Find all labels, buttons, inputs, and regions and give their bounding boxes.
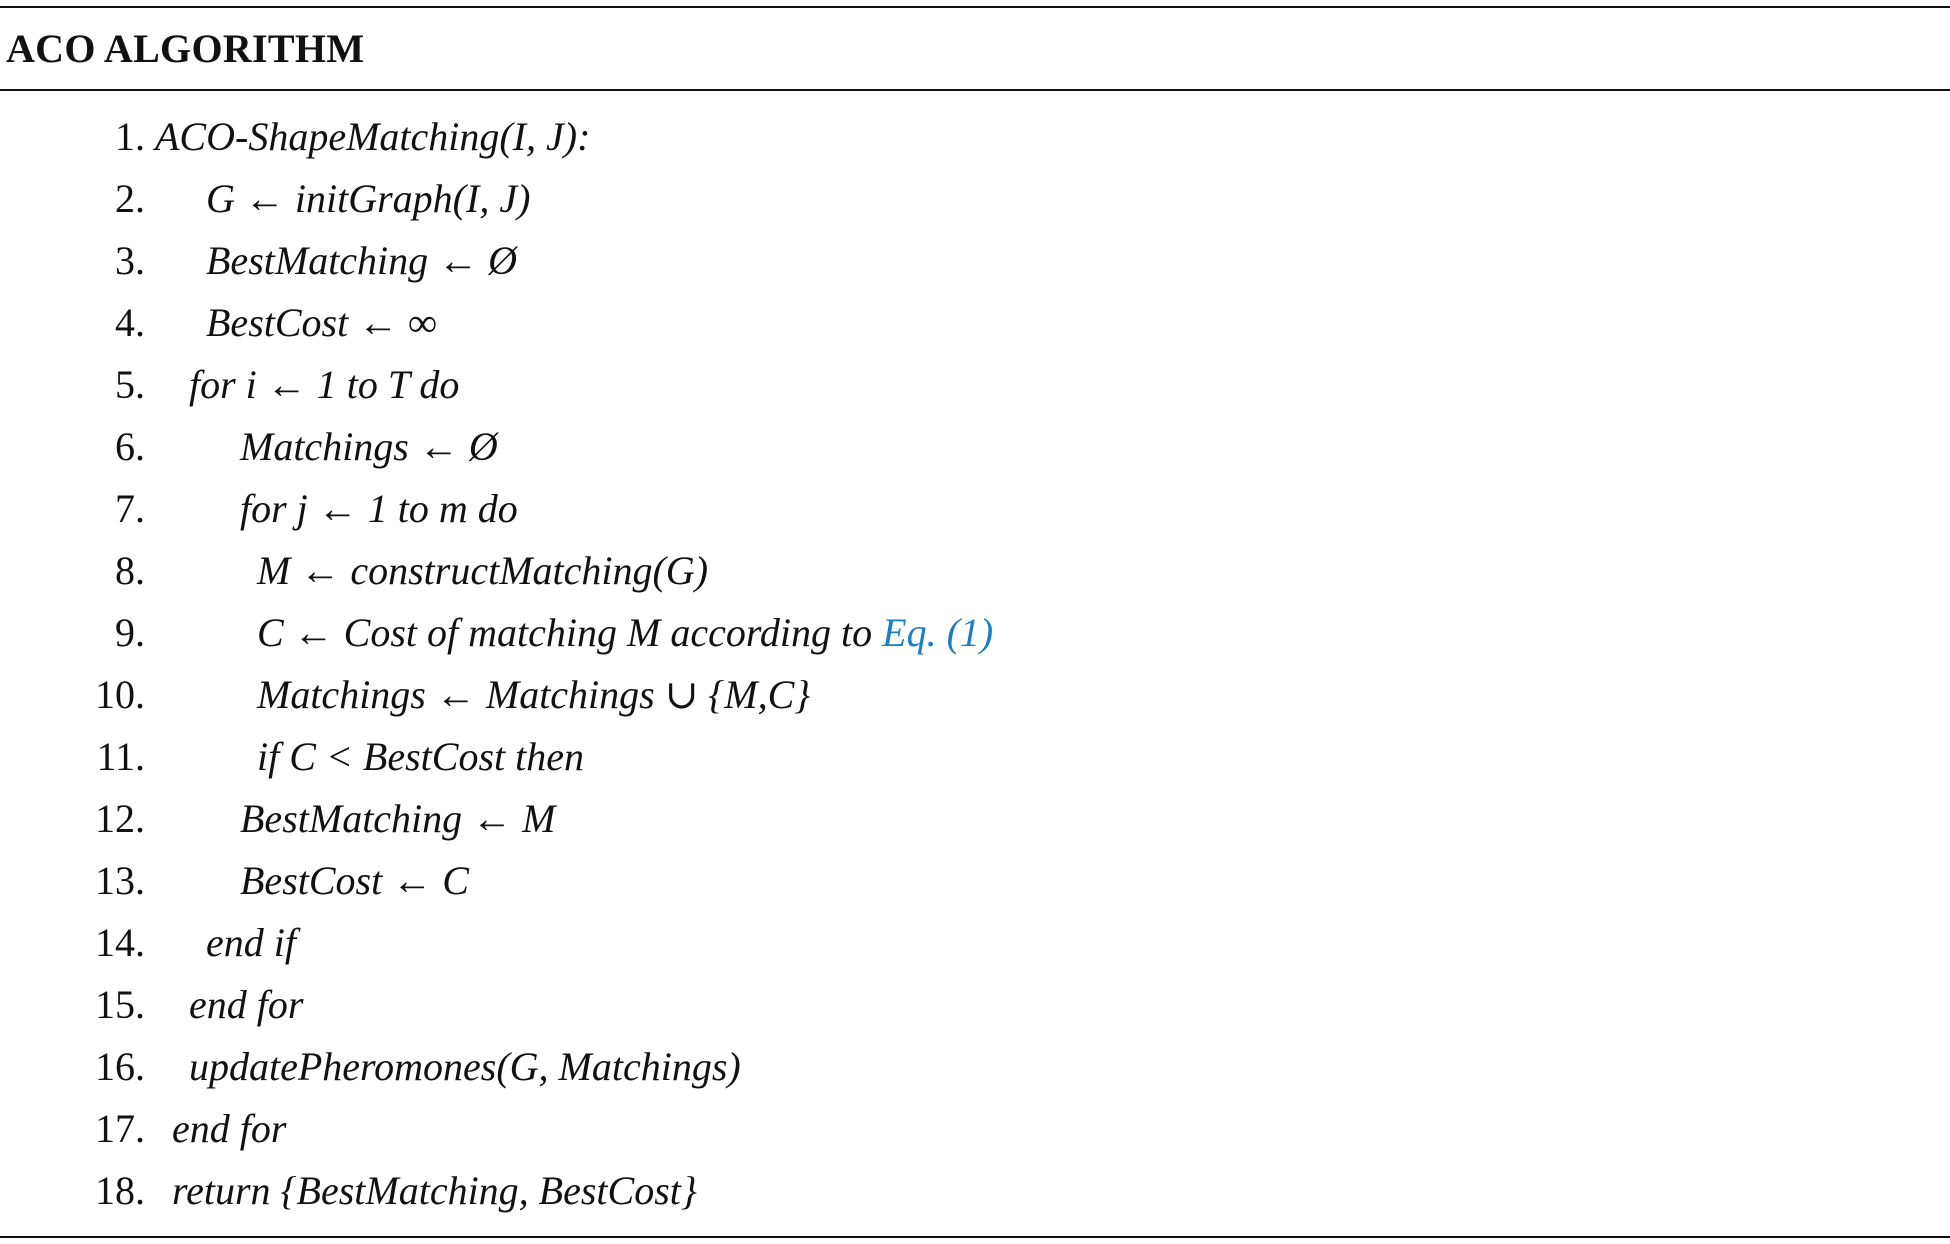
line-code-text: Matchings ← Ø bbox=[240, 424, 498, 469]
top-rule bbox=[0, 6, 1950, 8]
algorithm-line: 9. C ← Cost of matching M according to Eq… bbox=[0, 602, 1950, 664]
line-code: C ← Cost of matching M according to Eq. … bbox=[257, 602, 993, 664]
line-code-text: end for bbox=[172, 1106, 287, 1151]
algorithm-line: 16. updatePheromones(G, Matchings) bbox=[0, 1036, 1950, 1098]
line-code-text: Matchings ← Matchings ∪ {M,C} bbox=[257, 672, 811, 717]
line-code: BestCost ← C bbox=[240, 850, 469, 912]
algorithm-line: 10. Matchings ← Matchings ∪ {M,C} bbox=[0, 664, 1950, 726]
line-code-text: return {BestMatching, BestCost} bbox=[172, 1168, 697, 1213]
line-number: 8. bbox=[115, 548, 145, 593]
equation-link[interactable]: Eq. (1) bbox=[882, 610, 994, 655]
algorithm-line: 7. for j ← 1 to m do bbox=[0, 478, 1950, 540]
algorithm-line: 11. if C < BestCost then bbox=[0, 726, 1950, 788]
line-code: G ← initGraph(I, J) bbox=[206, 168, 530, 230]
line-code-text: C ← Cost of matching M according to bbox=[257, 610, 883, 655]
line-number: 17. bbox=[95, 1106, 145, 1151]
algorithm-line: 3. BestMatching ← Ø bbox=[0, 230, 1950, 292]
algorithm-line: 17. end for bbox=[0, 1098, 1950, 1160]
line-code-text: end for bbox=[189, 982, 304, 1027]
line-code: BestMatching ← M bbox=[240, 788, 556, 850]
algorithm-line: 18. return {BestMatching, BestCost} bbox=[0, 1160, 1950, 1222]
line-code: for i ← 1 to T do bbox=[189, 354, 459, 416]
line-number: 4. bbox=[115, 300, 145, 345]
line-code: end if bbox=[206, 912, 296, 974]
algorithm-line: 12. BestMatching ← M bbox=[0, 788, 1950, 850]
algorithm-line: 6. Matchings ← Ø bbox=[0, 416, 1950, 478]
line-code: M ← constructMatching(G) bbox=[257, 540, 708, 602]
algorithm-line: 8. M ← constructMatching(G) bbox=[0, 540, 1950, 602]
algorithm-line: 1.ACO-ShapeMatching(I, J): bbox=[0, 106, 1950, 168]
line-code-text: updatePheromones(G, Matchings) bbox=[189, 1044, 741, 1089]
algorithm-line: 14. end if bbox=[0, 912, 1950, 974]
line-number: 16. bbox=[95, 1044, 145, 1089]
line-number: 13. bbox=[95, 858, 145, 903]
line-code: ACO-ShapeMatching(I, J): bbox=[155, 106, 590, 168]
line-number: 6. bbox=[115, 424, 145, 469]
line-number: 1. bbox=[115, 114, 145, 159]
line-code-text: G ← initGraph(I, J) bbox=[206, 176, 531, 221]
line-number: 10. bbox=[95, 672, 145, 717]
line-number: 11. bbox=[96, 734, 145, 779]
line-code: BestCost ← ∞ bbox=[206, 292, 437, 354]
line-number: 18. bbox=[95, 1168, 145, 1213]
line-number: 14. bbox=[95, 920, 145, 965]
line-number: 3. bbox=[115, 238, 145, 283]
line-code-text: for i ← 1 to T do bbox=[189, 362, 460, 407]
line-code-text: end if bbox=[206, 920, 296, 965]
line-code-text: BestMatching ← Ø bbox=[206, 238, 518, 283]
line-code-text: for j ← 1 to m do bbox=[240, 486, 518, 531]
header-rule bbox=[0, 89, 1950, 91]
line-code-text: if C < BestCost then bbox=[257, 734, 584, 779]
algorithm-line: 2. G ← initGraph(I, J) bbox=[0, 168, 1950, 230]
algorithm-line: 5. for i ← 1 to T do bbox=[0, 354, 1950, 416]
line-number: 2. bbox=[115, 176, 145, 221]
line-code: return {BestMatching, BestCost} bbox=[172, 1160, 697, 1222]
line-code: end for bbox=[189, 974, 303, 1036]
line-code: for j ← 1 to m do bbox=[240, 478, 518, 540]
algorithm-title: ACO ALGORITHM bbox=[6, 26, 365, 71]
line-code: BestMatching ← Ø bbox=[206, 230, 517, 292]
line-code-text: BestCost ← C bbox=[240, 858, 469, 903]
line-number: 5. bbox=[115, 362, 145, 407]
line-number: 9. bbox=[115, 610, 145, 655]
algorithm-line: 13. BestCost ← C bbox=[0, 850, 1950, 912]
line-code: end for bbox=[172, 1098, 286, 1160]
algorithm-line: 15. end for bbox=[0, 974, 1950, 1036]
line-code-text: M ← constructMatching(G) bbox=[257, 548, 709, 593]
line-number: 15. bbox=[95, 982, 145, 1027]
line-code-text: ACO-ShapeMatching(I, J): bbox=[155, 114, 591, 159]
line-code: updatePheromones(G, Matchings) bbox=[189, 1036, 741, 1098]
line-code: Matchings ← Matchings ∪ {M,C} bbox=[257, 664, 810, 726]
algorithm-line: 4. BestCost ← ∞ bbox=[0, 292, 1950, 354]
line-number: 7. bbox=[115, 486, 145, 531]
line-code: if C < BestCost then bbox=[257, 726, 584, 788]
line-code-text: BestCost ← ∞ bbox=[206, 300, 437, 345]
line-code: Matchings ← Ø bbox=[240, 416, 498, 478]
line-number: 12. bbox=[95, 796, 145, 841]
bottom-rule bbox=[0, 1236, 1950, 1238]
line-code-text: BestMatching ← M bbox=[240, 796, 556, 841]
